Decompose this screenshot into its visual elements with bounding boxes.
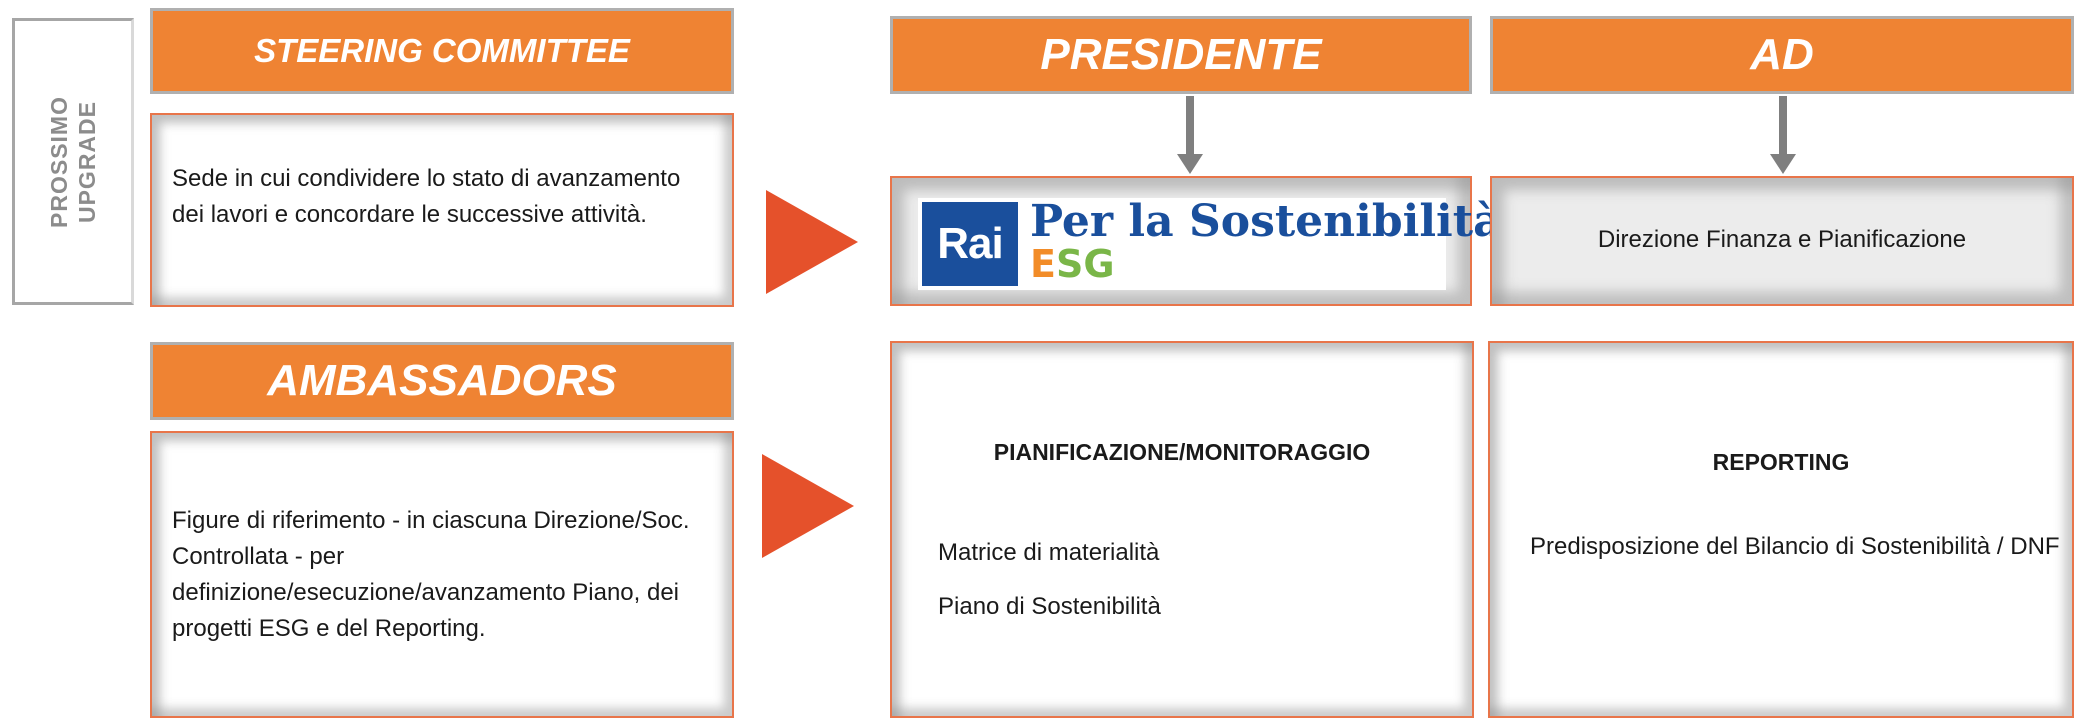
presidente-logo-box: Rai Per la Sostenibilità ESG <box>890 176 1502 306</box>
reporting-title: REPORTING <box>1712 449 1850 475</box>
logo-tagline: Per la Sostenibilità <box>1030 196 1502 247</box>
pianificazione-item-1: Matrice di materialità <box>938 539 1160 566</box>
ad-department-label: Direzione Finanza e Pianificazione <box>1597 226 1967 253</box>
presidente-header: PRESIDENTE <box>890 16 1472 94</box>
reporting-description: Predisposizione del Bilancio di Sostenib… <box>1530 533 2060 560</box>
presidente-title: PRESIDENTE <box>1040 30 1322 79</box>
side-tab-prossimo-upgrade: PROSSIMO UPGRADE <box>12 18 134 305</box>
steering-committee-title: STEERING COMMITTEE <box>254 32 630 69</box>
side-tab-line2: UPGRADE <box>74 100 100 223</box>
ad-department-box: Direzione Finanza e Pianificazione <box>1490 176 2074 306</box>
down-arrow-ad <box>1770 96 1796 176</box>
ad-title: AD <box>1750 30 1814 79</box>
ad-header: AD <box>1490 16 2074 94</box>
play-arrow-bottom <box>762 454 854 558</box>
side-tab-line1: PROSSIMO <box>46 95 72 228</box>
pianificazione-title: PIANIFICAZIONE/MONITORAGGIO <box>993 439 1371 465</box>
reporting-box: REPORTING Predisposizione del Bilancio d… <box>1488 341 2074 718</box>
logo-esg: ESG <box>1030 242 1115 286</box>
steering-committee-description: Sede in cui condividere lo stato di avan… <box>172 165 681 228</box>
ambassadors-box: Figure di riferimento - in ciascuna Dire… <box>150 431 734 718</box>
pianificazione-item-2: Piano di Sostenibilità <box>938 593 1161 620</box>
rai-logo-text: Rai <box>937 219 1003 268</box>
steering-committee-header: STEERING COMMITTEE <box>150 8 734 94</box>
rai-logo-mark: Rai <box>922 202 1018 286</box>
side-tab-label: PROSSIMO UPGRADE <box>45 96 101 228</box>
rai-sostenibilita-logo: Rai Per la Sostenibilità ESG <box>918 196 1502 290</box>
pianificazione-box: PIANIFICAZIONE/MONITORAGGIO Matrice di m… <box>890 341 1474 718</box>
ambassadors-title: AMBASSADORS <box>267 356 617 405</box>
ambassadors-header: AMBASSADORS <box>150 342 734 420</box>
down-arrow-presidente <box>1177 96 1203 176</box>
steering-committee-box: Sede in cui condividere lo stato di avan… <box>150 113 734 307</box>
play-arrow-top <box>766 190 858 294</box>
ambassadors-description: Figure di riferimento - in ciascuna Dire… <box>172 507 690 642</box>
